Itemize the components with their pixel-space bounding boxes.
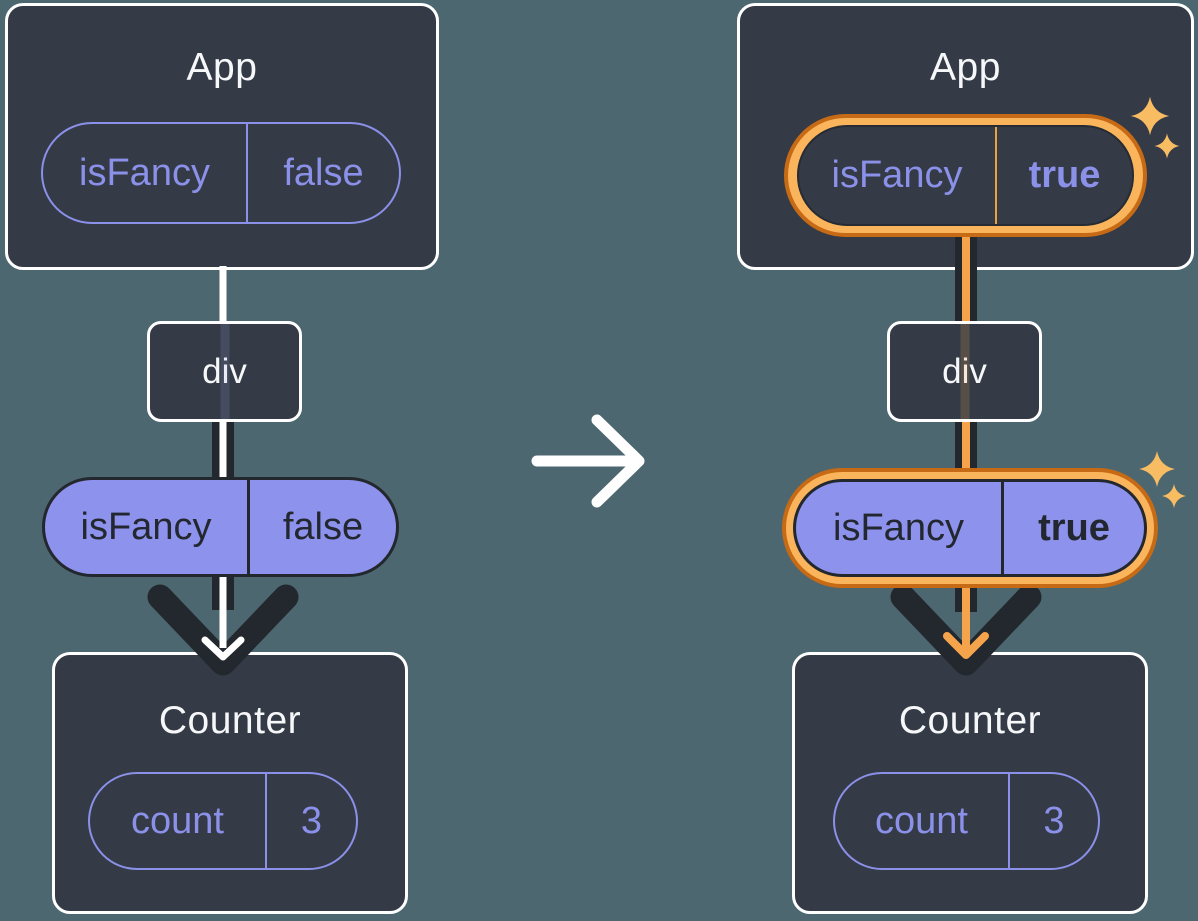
div-label: div: [202, 351, 247, 391]
state-name: isFancy: [79, 151, 210, 194]
component-title: App: [930, 46, 1001, 89]
pill-divider: [995, 127, 997, 224]
prop-core-line: [219, 574, 227, 648]
prop-pipe: [212, 420, 234, 480]
counter-component-box: Counter count 3: [52, 652, 408, 914]
prop-line-through-div: [220, 324, 229, 419]
state-value: true: [1028, 154, 1101, 196]
pill-divider: [265, 774, 267, 868]
state-pill: isFancy false: [41, 122, 401, 224]
component-title: Counter: [898, 699, 1042, 742]
sparkle-icon: [1139, 451, 1175, 487]
parent-link-line: [219, 266, 227, 326]
pill-divider: [1001, 482, 1004, 574]
prop-name: isFancy: [833, 506, 964, 549]
div-label: div: [942, 351, 987, 391]
div-node: div: [147, 321, 302, 422]
prop-value: false: [282, 505, 364, 548]
app-component-box: App isFancy true: [737, 3, 1194, 270]
state-name: count: [131, 799, 224, 842]
prop-pipe: [212, 574, 234, 610]
state-value: 3: [300, 799, 323, 842]
state-name: count: [875, 799, 968, 842]
component-title: Counter: [158, 699, 302, 742]
counter-component-box: Counter count 3: [792, 652, 1148, 914]
state-pill: count 3: [88, 772, 358, 870]
pill-divider: [247, 480, 250, 574]
prop-core-line: [219, 420, 227, 480]
state-pill: count 3: [833, 772, 1100, 870]
prop-name: isFancy: [80, 505, 212, 548]
state-value: false: [283, 151, 364, 194]
highlighted-state-pill: isFancy true: [784, 114, 1147, 237]
div-node: div: [887, 321, 1042, 422]
state-name: isFancy: [831, 154, 963, 196]
app-component-box: App isFancy false: [5, 3, 439, 270]
state-value: 3: [1043, 799, 1065, 842]
transition-arrow-icon: [531, 414, 645, 508]
component-title: App: [186, 46, 258, 89]
prop-pipe: [955, 584, 977, 612]
sparkle-icon: [1162, 484, 1186, 508]
prop-value: true: [1038, 506, 1110, 549]
pill-divider: [1008, 774, 1010, 868]
highlighted-prop-pill: isFancy true: [782, 468, 1158, 588]
pill-divider: [246, 124, 248, 222]
prop-pill: isFancy false: [42, 477, 399, 577]
prop-line-through-div: [960, 324, 969, 419]
prop-core-line: [962, 584, 970, 653]
